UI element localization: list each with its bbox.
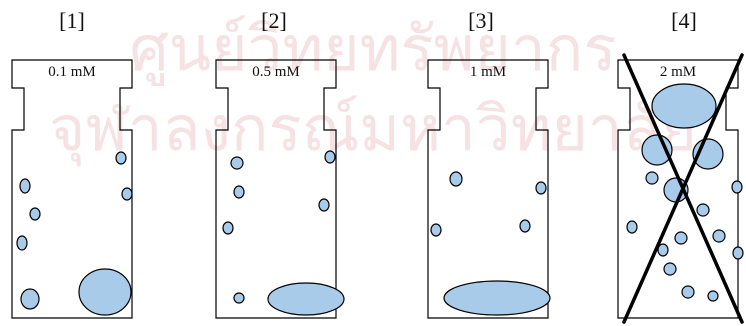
panel-1-particle [19, 178, 31, 194]
panel-2-particle [267, 282, 345, 316]
panel-4-particle [681, 285, 695, 299]
panel-4-particle [712, 229, 726, 243]
panel-2-particle [230, 156, 244, 170]
panel-1-particle [78, 268, 132, 316]
panel-3-particle [535, 181, 547, 195]
vessel-2-outline [215, 59, 337, 319]
panel-3-particle [449, 171, 463, 187]
panel-1-particle [20, 288, 40, 310]
panel-4-particle [732, 246, 744, 260]
panel-1-concentration: 0.1 mM [48, 64, 96, 80]
panel-3-particle [430, 223, 442, 237]
panel-1-label: [1] [59, 8, 85, 33]
vessel-1-outline [11, 59, 133, 319]
panel-1-particle [115, 151, 127, 165]
panel-2-particle [233, 185, 245, 199]
panel-4-particle [674, 231, 688, 245]
panel-4-particle [707, 290, 719, 302]
cross-out-mark [622, 53, 744, 324]
panel-3-concentration: 1 mM [469, 64, 507, 80]
vessel-4-outline [617, 59, 739, 319]
panel-3-label: [3] [468, 8, 494, 33]
panel-4-particle [657, 243, 669, 257]
panel-4-particle [696, 203, 710, 217]
panel-2-particle [318, 198, 330, 212]
panel-4-concentration: 2 mM [659, 64, 697, 80]
panel-4-label: [4] [671, 8, 697, 33]
panel-3-particle [519, 219, 531, 233]
panel-4-particle [626, 220, 638, 234]
panel-3-particle [443, 280, 551, 316]
panel-2-particle [233, 292, 245, 304]
panel-2-label: [2] [261, 8, 287, 33]
panel-2-particle [324, 150, 336, 164]
panel-1-particle [29, 207, 41, 221]
panel-4-particle [651, 83, 717, 129]
vessel-3-outline [427, 59, 549, 319]
panel-1-particle [121, 187, 133, 201]
panel-1-particle [16, 235, 28, 251]
panel-4-particle [731, 180, 743, 194]
panel-4-particle [645, 171, 659, 185]
panel-2-concentration: 0.5 mM [252, 64, 300, 80]
panel-2-particle [222, 221, 234, 235]
panel-4-particle [663, 262, 677, 276]
